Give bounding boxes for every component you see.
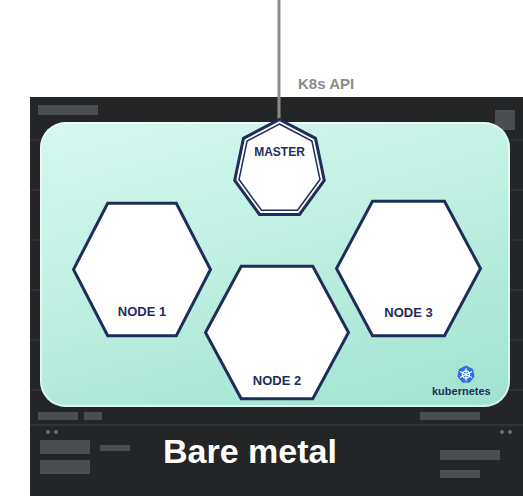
worker-hexagon: NODE 2 [204, 265, 350, 400]
platform-name: kubernetes [432, 385, 491, 398]
worker-hexagon: NODE 3 [335, 200, 482, 337]
shape-border [235, 120, 325, 215]
inner-border [239, 124, 320, 210]
api-label: K8s API [298, 75, 354, 92]
api-line [278, 0, 281, 120]
kubernetes-logo [457, 365, 475, 383]
cluster-region: kubernetes MASTER NODE 1 NODE 2 NODE 3 [40, 122, 510, 407]
node-label: NODE 1 [118, 305, 166, 320]
shape-border [74, 203, 211, 335]
shape-border [337, 201, 481, 335]
platform-label: Bare metal [163, 432, 337, 471]
shape-border [206, 266, 349, 398]
node-label: NODE 3 [384, 306, 432, 321]
heptagon-outline [232, 118, 327, 215]
node-label: NODE 2 [253, 374, 301, 389]
master-heptagon: MASTER [232, 118, 327, 215]
node-label: MASTER [254, 146, 305, 160]
worker-hexagon: NODE 1 [72, 202, 212, 337]
